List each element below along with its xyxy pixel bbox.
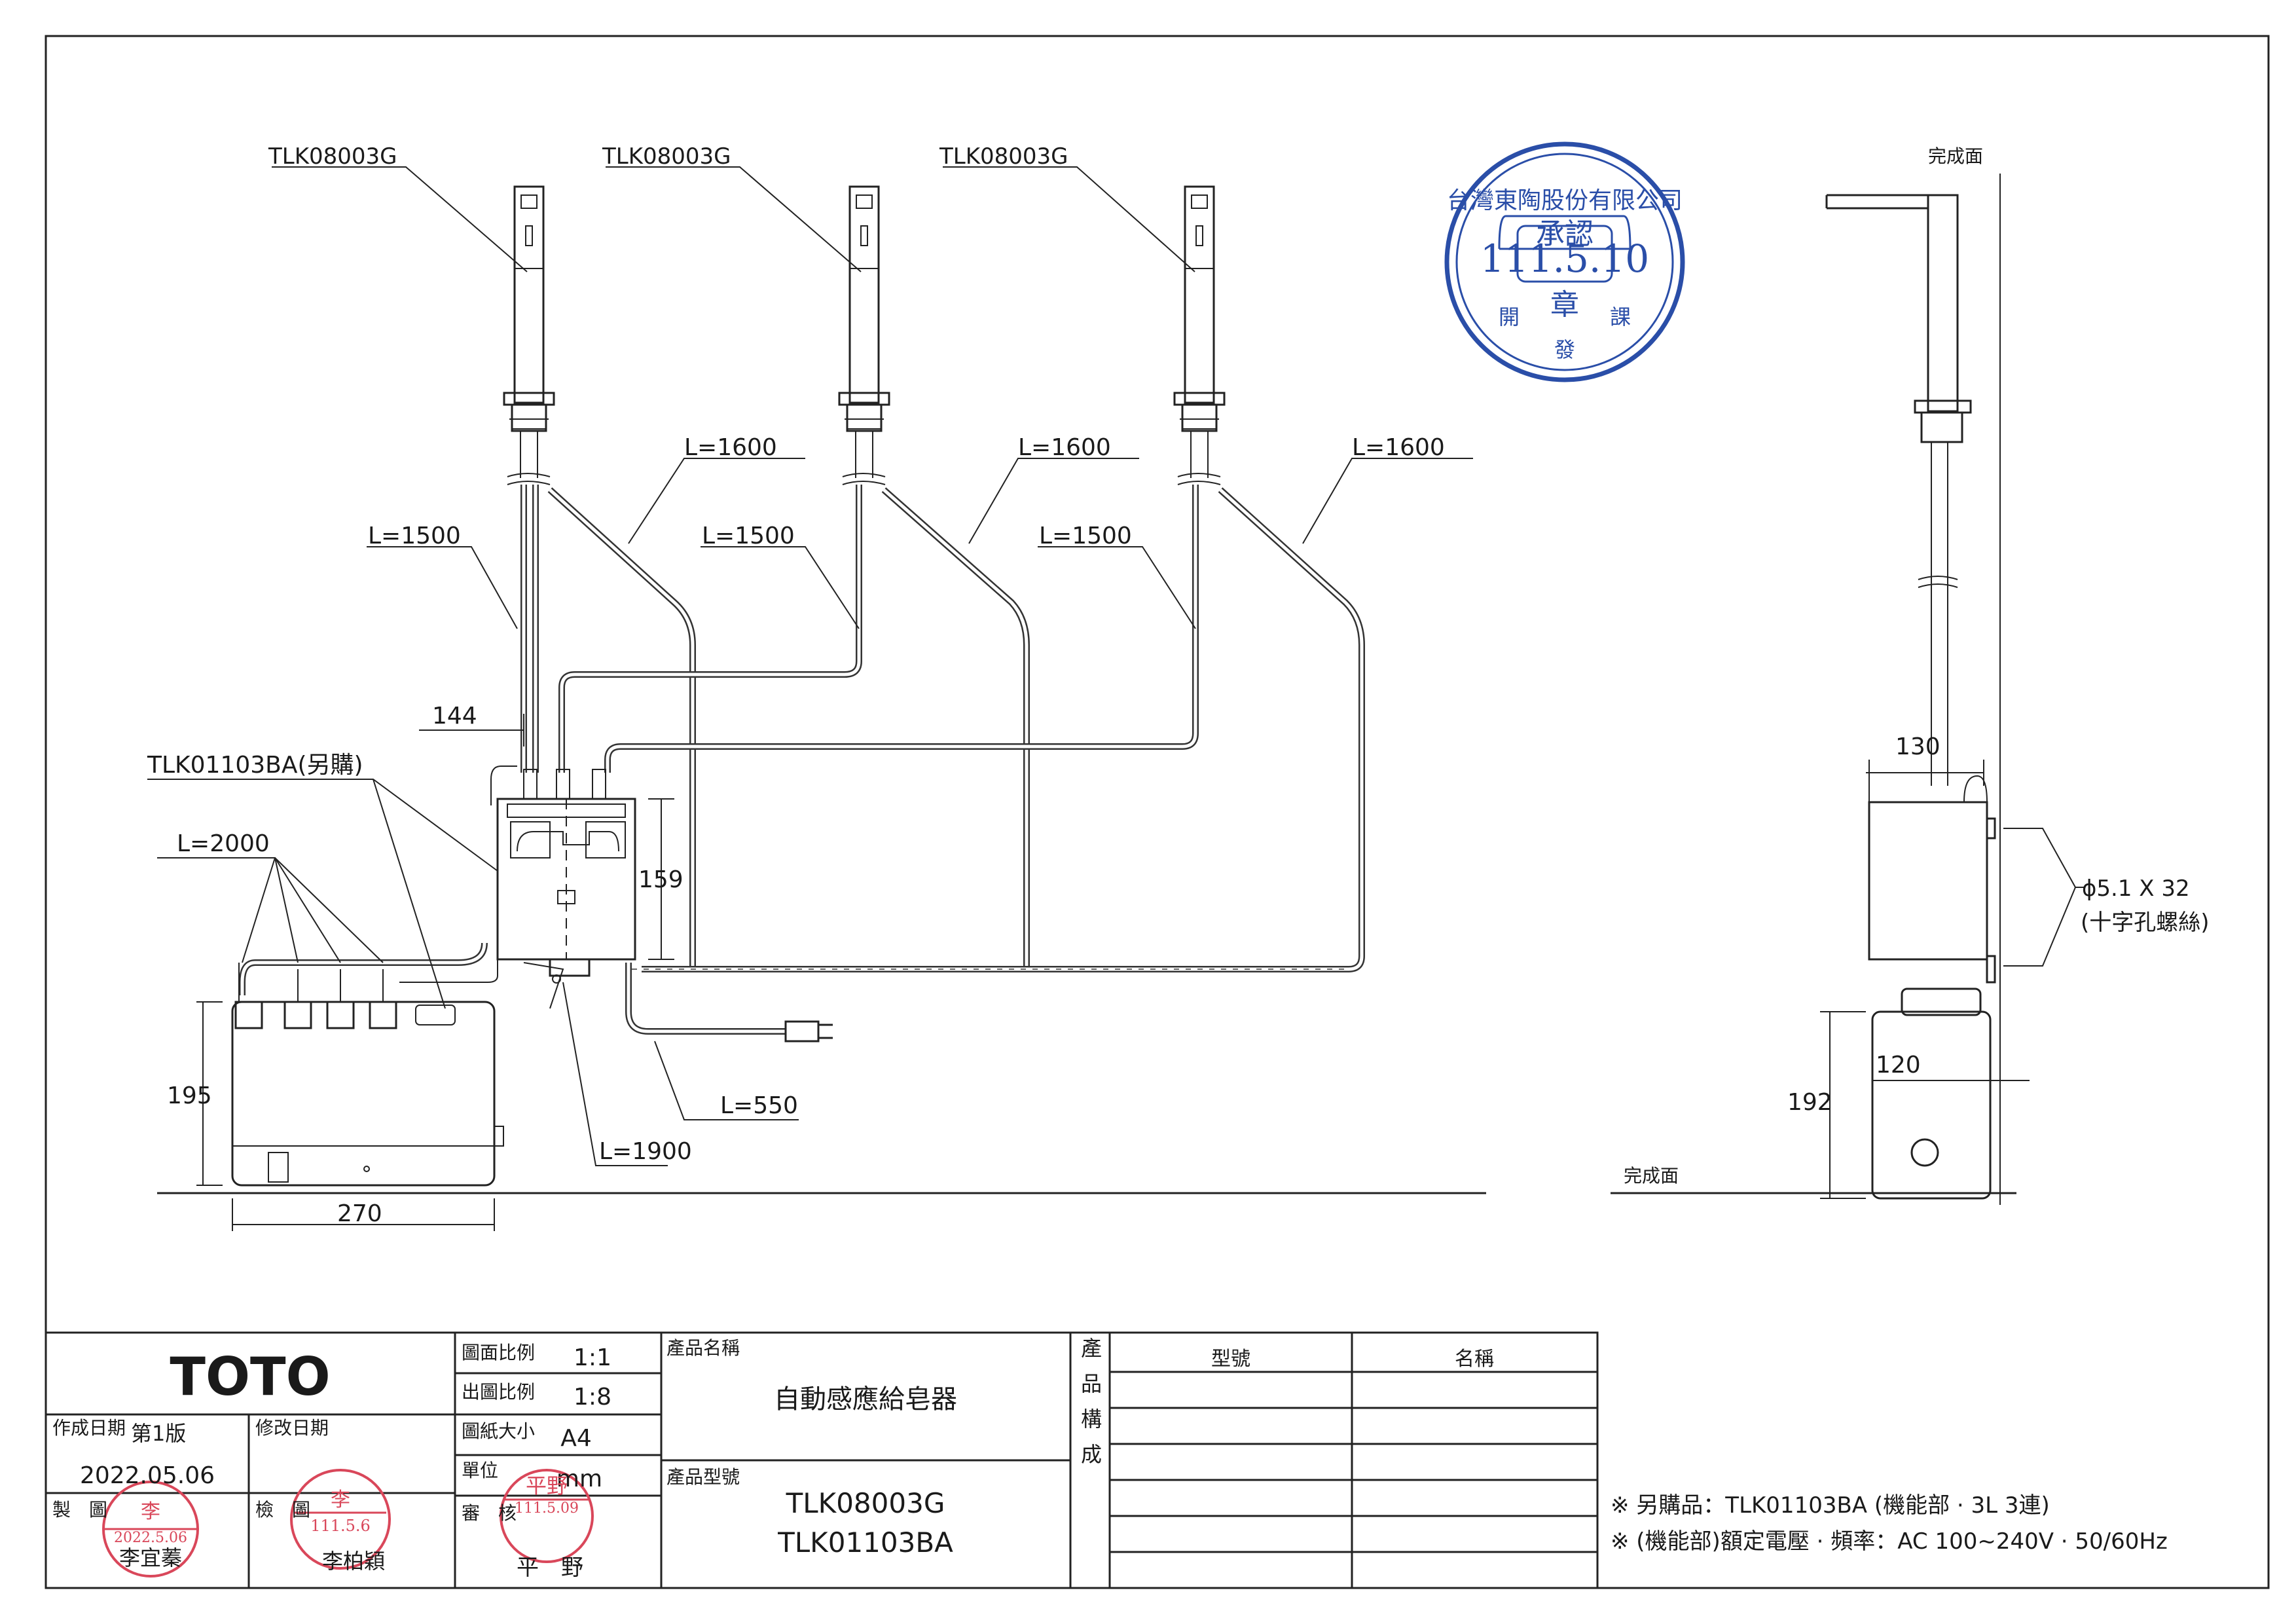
product-name: 自動感應給皂器 xyxy=(774,1384,957,1414)
tube-length-2000: L=2000 xyxy=(177,830,270,857)
col-model-header: 型號 xyxy=(1211,1348,1250,1371)
soap-tank xyxy=(231,963,504,1187)
dim-144: 144 xyxy=(432,703,477,729)
reviewer-seal-name: 平野 xyxy=(526,1473,568,1498)
leader-lines xyxy=(147,166,1473,1231)
reviewer-name: 平 野 xyxy=(517,1555,583,1581)
personal-seals xyxy=(102,1469,594,1578)
product-name-label: 產品名稱 xyxy=(666,1337,740,1359)
created-date: 2022.05.06 xyxy=(80,1462,215,1489)
drawer-seal-date: 2022.5.06 xyxy=(114,1530,187,1546)
review-label: 審 核 xyxy=(462,1502,517,1524)
hose-routing xyxy=(239,485,1365,1043)
screw-spec: ϕ5.1 X 32 xyxy=(2082,876,2190,902)
note-rated-voltage: ※ (機能部)額定電壓 · 頻率：AC 100~240V · 50/60Hz xyxy=(1611,1528,2168,1555)
faucet-1-hose-length: L=1500 xyxy=(368,523,461,549)
stamp-date: 111.5.10 xyxy=(1480,236,1649,281)
stamp-dept-left: 開 xyxy=(1499,304,1520,329)
dim-159: 159 xyxy=(638,866,683,893)
output-scale-label: 出圖比例 xyxy=(462,1381,535,1403)
unit-model-note: TLK01103BA(另購) xyxy=(147,752,363,779)
version-label: 第1版 xyxy=(131,1421,186,1446)
checker-name: 李柏穎 xyxy=(322,1549,385,1574)
faucet-3-model-label: TLK08003G xyxy=(939,143,1068,170)
faucet-2-cable-length: L=1600 xyxy=(1018,434,1111,461)
finished-surface-top: 完成面 xyxy=(1928,145,1983,167)
dim-195: 195 xyxy=(167,1082,212,1109)
screw-type: (十字孔螺絲) xyxy=(2081,910,2210,936)
cable-length-1900: L=1900 xyxy=(599,1138,692,1165)
faucet-2 xyxy=(838,185,890,485)
scale-label: 圖面比例 xyxy=(462,1342,535,1363)
power-cord-length: L=550 xyxy=(720,1092,798,1119)
product-model-1: TLK08003G xyxy=(786,1487,945,1519)
created-date-label: 作成日期 xyxy=(52,1417,126,1439)
faucet-1-model-label: TLK08003G xyxy=(268,143,397,170)
stamp-company: 台灣東陶股份有限公司 xyxy=(1447,187,1683,214)
checker-seal-date: 111.5.6 xyxy=(310,1517,371,1535)
approval-stamp xyxy=(1444,141,1685,382)
stamp-approve: 承認 xyxy=(1536,217,1594,251)
stamp-seal: 章 xyxy=(1550,288,1579,322)
faucet-1-cable-length: L=1600 xyxy=(684,434,777,461)
brand-logo: TOTO xyxy=(170,1346,330,1407)
col-name-header: 名稱 xyxy=(1455,1348,1494,1371)
drawn-by-label: 製 圖 xyxy=(52,1499,107,1521)
paper-size-label: 圖紙大小 xyxy=(462,1420,535,1442)
scale-value: 1:1 xyxy=(574,1344,611,1371)
title-block xyxy=(45,1331,1599,1589)
faucet-3-cable-length: L=1600 xyxy=(1352,434,1445,461)
drawer-name: 李宜蓁 xyxy=(119,1545,182,1570)
output-scale-value: 1:8 xyxy=(574,1384,611,1411)
faucet-2-hose-length: L=1500 xyxy=(702,523,795,549)
modified-date-label: 修改日期 xyxy=(255,1417,329,1439)
reviewer-seal-date: 111.5.09 xyxy=(515,1500,579,1517)
drawer-seal-name: 李 xyxy=(141,1500,160,1523)
control-unit xyxy=(496,769,636,977)
faucet-1 xyxy=(503,185,555,485)
dim-130: 130 xyxy=(1895,733,1941,760)
unit-value: mm xyxy=(556,1466,602,1492)
drawing-frame xyxy=(45,35,2270,1589)
dim-270: 270 xyxy=(337,1200,382,1227)
finished-surface-floor: 完成面 xyxy=(1624,1165,1679,1187)
side-view xyxy=(1611,174,2085,1205)
composition-label: 產品構成 xyxy=(1078,1337,1102,1479)
stamp-dept-right: 課 xyxy=(1610,304,1631,329)
faucet-2-model-label: TLK08003G xyxy=(602,143,731,170)
faucet-3 xyxy=(1173,185,1226,485)
dim-120: 120 xyxy=(1876,1052,1921,1079)
product-model-label: 產品型號 xyxy=(666,1466,740,1488)
checker-seal-name: 李 xyxy=(331,1488,350,1511)
paper-size-value: A4 xyxy=(560,1425,592,1452)
note-optional-purchase: ※ 另購品：TLK01103BA (機能部 · 3L 3連) xyxy=(1611,1492,2050,1519)
unit-label: 單位 xyxy=(462,1460,498,1481)
checked-by-label: 檢 圖 xyxy=(255,1499,310,1521)
product-model-2: TLK01103BA xyxy=(777,1526,953,1559)
stamp-dept-mid: 發 xyxy=(1554,337,1575,362)
faucet-3-hose-length: L=1500 xyxy=(1039,523,1132,549)
dim-192: 192 xyxy=(1787,1089,1832,1116)
